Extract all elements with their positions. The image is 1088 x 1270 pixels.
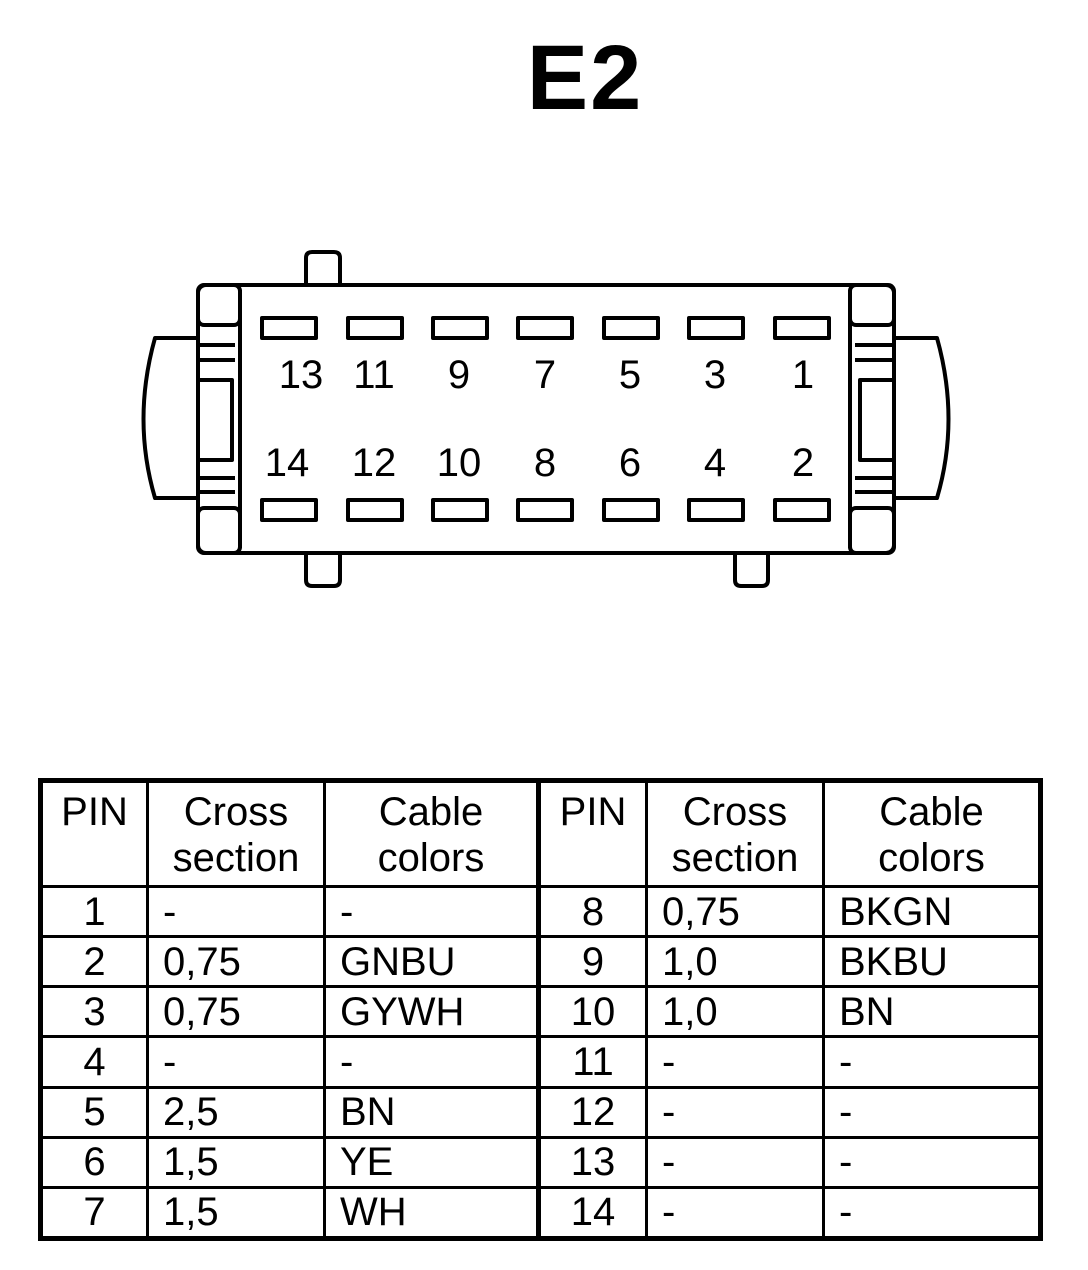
table-row: 5 2,5 BN 12 - - xyxy=(39,1085,1042,1139)
cross-section-cell: 1,0 xyxy=(645,935,825,989)
pin-label: 5 xyxy=(619,353,641,397)
pin-cell: 9 xyxy=(537,935,648,989)
cross-section-cell: - xyxy=(645,1035,825,1089)
pin-label: 10 xyxy=(437,441,482,485)
pin-label: 9 xyxy=(448,353,470,397)
pin-cell: 4 xyxy=(39,1035,149,1089)
connector-diagram: 13 11 9 7 5 3 1 14 12 10 8 6 4 2 xyxy=(141,250,951,588)
cable-color-cell: GNBU xyxy=(323,935,541,989)
pin-cell: 12 xyxy=(537,1085,648,1139)
pin-cell: 7 xyxy=(39,1185,149,1241)
pin-cell: 13 xyxy=(537,1135,648,1189)
pin-label: 14 xyxy=(265,441,310,485)
pin-label: 11 xyxy=(353,353,395,397)
cross-section-cell: - xyxy=(645,1185,825,1241)
cable-color-cell: YE xyxy=(323,1135,541,1189)
pin-cell: 5 xyxy=(39,1085,149,1139)
table-row: 3 0,75 GYWH 10 1,0 BN xyxy=(39,985,1042,1039)
pin-label: 8 xyxy=(534,441,556,485)
cable-color-cell: - xyxy=(822,1035,1042,1089)
top-key-tab xyxy=(304,250,342,285)
table-row: 1 - - 8 0,75 BKGN xyxy=(39,884,1042,939)
pin-label: 13 xyxy=(279,353,324,397)
pin-cell: 10 xyxy=(537,985,648,1039)
header-pin: PIN xyxy=(39,779,149,888)
pin-cell: 3 xyxy=(39,985,149,1039)
cable-color-cell: BN xyxy=(822,985,1042,1039)
table-row: 7 1,5 WH 14 - - xyxy=(39,1185,1042,1241)
cable-color-cell: BKGN xyxy=(822,884,1042,939)
cross-section-cell: - xyxy=(645,1085,825,1139)
pin-cell: 8 xyxy=(537,884,648,939)
left-latch xyxy=(141,336,198,500)
cross-section-cell: 1,5 xyxy=(146,1185,326,1241)
cross-section-cell: - xyxy=(645,1135,825,1189)
cable-color-cell: - xyxy=(822,1135,1042,1189)
bottom-key-tab-left xyxy=(304,553,342,588)
pin-cell: 2 xyxy=(39,935,149,989)
cable-color-cell: - xyxy=(822,1185,1042,1241)
cross-section-cell: 0,75 xyxy=(146,935,326,989)
pin-label: 1 xyxy=(792,353,814,397)
cable-color-cell: GYWH xyxy=(323,985,541,1039)
pin-cell: 6 xyxy=(39,1135,149,1189)
connector-title: E2 xyxy=(526,27,644,129)
cross-section-cell: 1,5 xyxy=(146,1135,326,1189)
cross-section-cell: 0,75 xyxy=(645,884,825,939)
pin-label: 2 xyxy=(792,441,814,485)
pin-cell: 14 xyxy=(537,1185,648,1241)
table-row: 2 0,75 GNBU 9 1,0 BKBU xyxy=(39,935,1042,989)
pin-label: 6 xyxy=(619,441,641,485)
right-latch xyxy=(894,336,951,500)
cross-section-cell: - xyxy=(146,884,326,939)
header-pin: PIN xyxy=(537,779,648,888)
pin-label: 12 xyxy=(352,441,397,485)
cable-color-cell: - xyxy=(323,1035,541,1089)
cable-color-cell: BN xyxy=(323,1085,541,1139)
cross-section-cell: 1,0 xyxy=(645,985,825,1039)
bottom-key-tab-right xyxy=(733,553,770,588)
table-row: 4 - - 11 - - xyxy=(39,1035,1042,1089)
pin-cell: 1 xyxy=(39,884,149,939)
pin-label: 4 xyxy=(704,441,726,485)
cross-section-cell: - xyxy=(146,1035,326,1089)
connector-housing xyxy=(196,283,896,555)
pin-label: 7 xyxy=(534,353,556,397)
cable-color-cell: BKBU xyxy=(822,935,1042,989)
table-row: 6 1,5 YE 13 - - xyxy=(39,1135,1042,1189)
cross-section-cell: 2,5 xyxy=(146,1085,326,1139)
pin-cell: 11 xyxy=(537,1035,648,1089)
pin-label: 3 xyxy=(704,353,726,397)
cross-section-cell: 0,75 xyxy=(146,985,326,1039)
cable-color-cell: WH xyxy=(323,1185,541,1241)
cable-color-cell: - xyxy=(822,1085,1042,1139)
cable-color-cell: - xyxy=(323,884,541,939)
